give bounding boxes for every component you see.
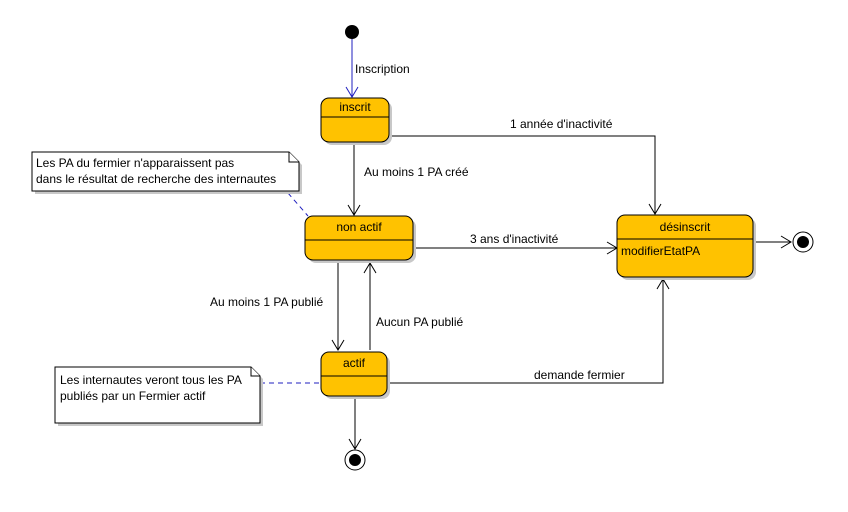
transition-actif-to-final	[348, 399, 362, 450]
transition-label-inscription: Inscription	[355, 62, 410, 76]
state-name-inscrit: inscrit	[339, 100, 371, 114]
final-state-right	[792, 231, 814, 253]
state-desinscrit: désinscrit modifierEtatPA	[616, 214, 756, 280]
transition-inscrit-to-non-actif: Au moins 1 PA créé	[347, 143, 469, 216]
transition-label-non-actif-desinscrit: 3 ans d'inactivité	[470, 232, 559, 246]
final-state-bottom	[344, 449, 366, 471]
state-name-actif: actif	[343, 356, 366, 370]
transition-label-actif-non-actif: Aucun PA publié	[376, 315, 464, 329]
state-inscrit: inscrit	[320, 97, 392, 145]
transition-label-inscrit-non-actif: Au moins 1 PA créé	[364, 165, 469, 179]
state-name-non-actif: non actif	[336, 220, 382, 234]
note-actif: Les internautes veront tous les PA publi…	[54, 366, 321, 426]
state-non-actif: non actif	[304, 215, 416, 263]
transition-inscription: Inscription	[345, 39, 410, 98]
transition-desinscrit-to-final	[755, 235, 792, 249]
note-actif-line2: publiés par un Fermier actif	[60, 389, 206, 403]
state-action-desinscrit: modifierEtatPA	[621, 244, 700, 258]
transition-label-non-actif-actif: Au moins 1 PA publié	[210, 295, 324, 309]
transition-non-actif-to-desinscrit: 3 ans d'inactivité	[415, 232, 618, 255]
transition-label-actif-desinscrit: demande fermier	[534, 368, 625, 382]
note-non-actif-line2: dans le résultat de recherche des intern…	[36, 172, 276, 186]
transition-actif-to-desinscrit: demande fermier	[390, 278, 670, 384]
transition-actif-to-non-actif: Aucun PA publié	[363, 262, 464, 350]
transition-non-actif-to-actif: Au moins 1 PA publié	[210, 263, 345, 351]
note-non-actif-line1: Les PA du fermier n'apparaissent pas	[36, 156, 234, 170]
state-actif: actif	[320, 351, 390, 399]
note-actif-line1: Les internautes veront tous les PA	[60, 373, 242, 387]
state-name-desinscrit: désinscrit	[660, 220, 711, 234]
transition-inscrit-to-desinscrit: 1 année d'inactivité	[390, 117, 662, 215]
transition-label-inscrit-desinscrit: 1 année d'inactivité	[510, 117, 613, 131]
initial-state	[345, 25, 359, 39]
note-non-actif: Les PA du fermier n'apparaissent pas dan…	[31, 151, 309, 217]
